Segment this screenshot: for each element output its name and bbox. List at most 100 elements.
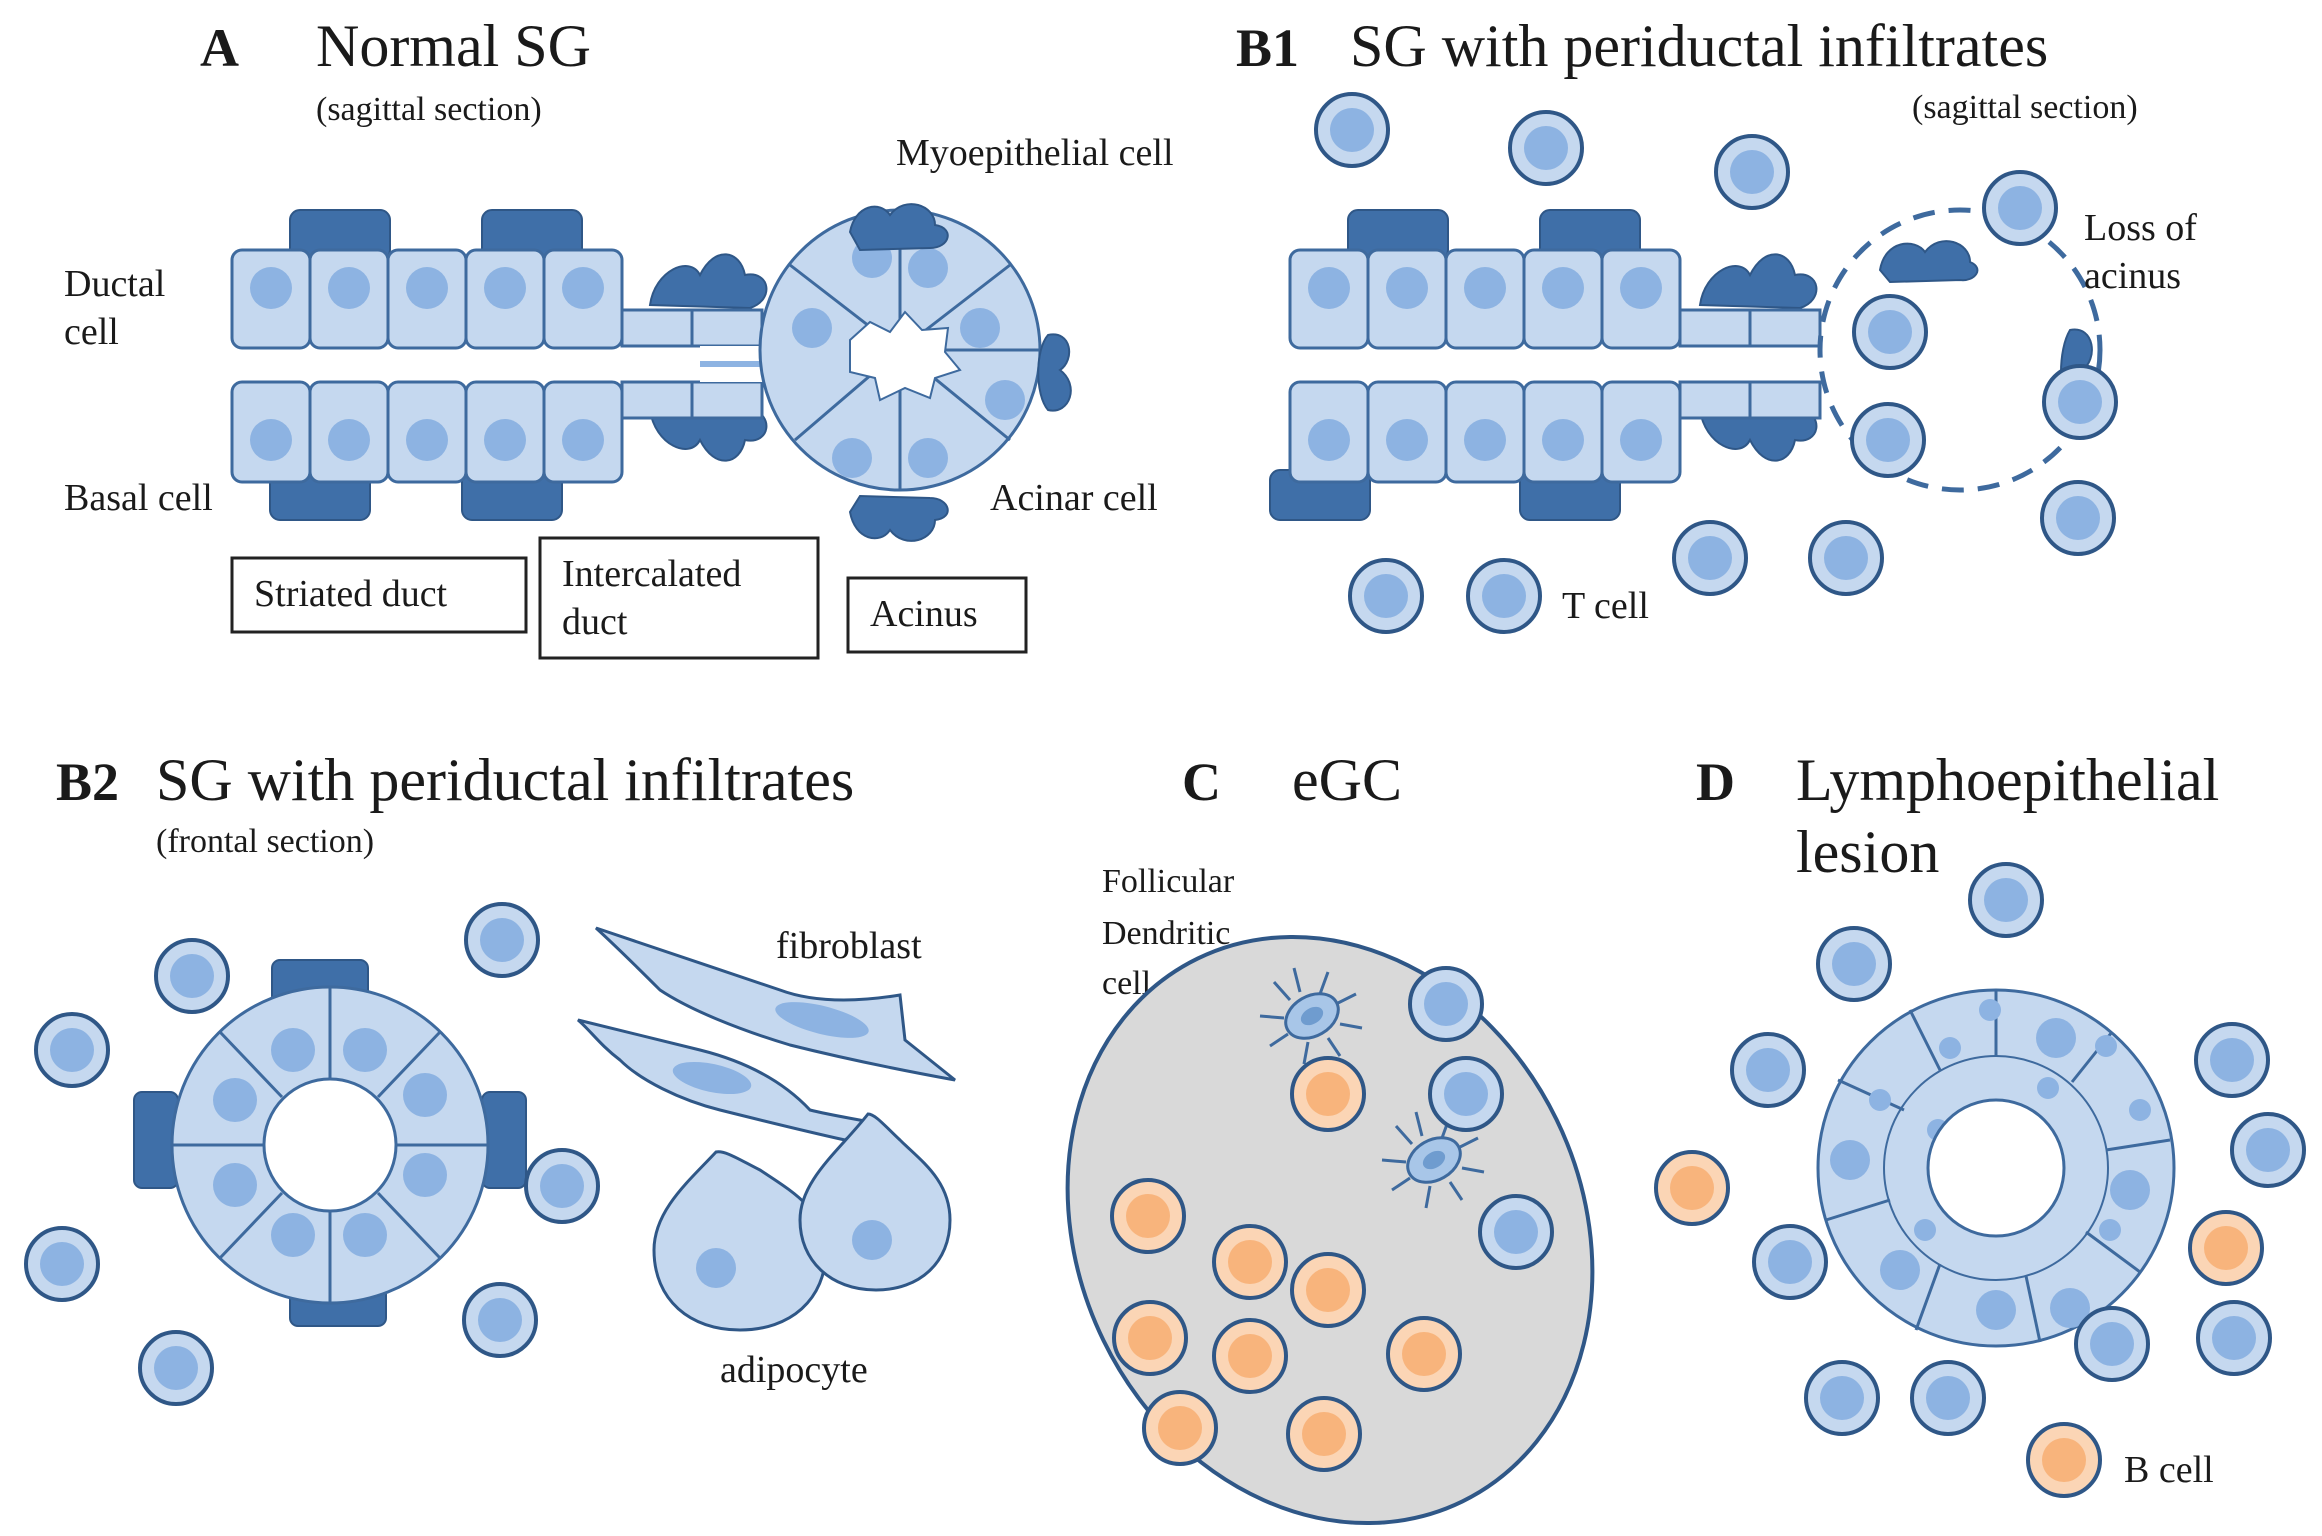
acinus-label: Acinus [870, 593, 978, 635]
ductal-cell-label-1: Ductal [64, 263, 165, 305]
panel-b2-title: SG with periductal infiltrates [156, 747, 854, 813]
adipocyte [798, 1112, 952, 1292]
panel-b1-title: SG with periductal infiltrates [1350, 13, 2048, 79]
panel-b2-subtitle: (frontal section) [156, 823, 374, 860]
panel-b1-subtitle: (sagittal section) [1912, 89, 2138, 126]
acinus [758, 208, 1042, 492]
panel-a: A Normal SG (sagittal section) [64, 13, 1174, 660]
b-cell [2026, 1422, 2102, 1498]
adipocyte-label: adipocyte [720, 1349, 868, 1391]
myoepithelial-cell [1698, 253, 1818, 310]
fibroblast [577, 1018, 874, 1142]
t-cell [1314, 92, 1390, 168]
t-cell [2230, 1112, 2306, 1188]
t-cell [1816, 926, 1892, 1002]
panel-a-subtitle: (sagittal section) [316, 91, 542, 128]
basal-cell-label: Basal cell [64, 477, 213, 519]
t-cell [1852, 294, 1928, 370]
panel-b1-letter: B1 [1236, 18, 1299, 78]
t-cell [1730, 1032, 1806, 1108]
t-cell [1968, 862, 2044, 938]
t-cell [2042, 364, 2118, 440]
t-cell [2040, 480, 2116, 556]
t-cell [2194, 1022, 2270, 1098]
b-cell [1654, 1150, 1730, 1226]
intercalated-duct [620, 308, 764, 420]
panel-d-title-line2: lesion [1796, 819, 1939, 885]
t-cell [154, 938, 230, 1014]
duct-bottom-row [1288, 380, 1682, 484]
t-cell [138, 1330, 214, 1406]
duct-top-row [1288, 248, 1682, 350]
intercalated-duct-label-1: Intercalated [562, 553, 741, 595]
duct-cross-section [170, 985, 490, 1305]
myoepithelial-cell [648, 406, 768, 462]
loss-of-acinus-label-1: Loss of [2084, 207, 2197, 249]
b-cell [1112, 1300, 1188, 1376]
b-cell [1290, 1056, 1366, 1132]
b-cell [2188, 1210, 2264, 1286]
t-cell [524, 1148, 600, 1224]
t-cell [24, 1226, 100, 1302]
t-cell-label: T cell [1562, 585, 1649, 627]
b-cell-label: B cell [2124, 1449, 2214, 1491]
fdc-label-2: Dendritic [1102, 915, 1230, 952]
t-cell [462, 1282, 538, 1358]
striated-duct-top-row [230, 248, 624, 350]
myoepithelial-label: Myoepithelial cell [896, 132, 1174, 174]
panel-b2-letter: B2 [56, 752, 119, 812]
t-cell [1408, 966, 1484, 1042]
t-cell [34, 1012, 110, 1088]
t-cell [1752, 1224, 1828, 1300]
t-cell [1808, 520, 1884, 596]
b-cell [1212, 1224, 1288, 1300]
panel-a-title: Normal SG [316, 13, 591, 79]
t-cell [1672, 520, 1748, 596]
myoepithelial-cell [1698, 406, 1818, 462]
t-cell [1714, 134, 1790, 210]
t-cell [1478, 1194, 1554, 1270]
t-cell [1348, 558, 1424, 634]
striated-duct-box [230, 556, 528, 634]
follicular-dendritic-cell [1381, 1111, 1485, 1209]
striated-duct-bottom-row [230, 380, 624, 484]
myoepithelial-cell [1037, 333, 1072, 412]
myoepithelial-cell [1878, 240, 1979, 284]
t-cell [1804, 1360, 1880, 1436]
t-cell [464, 902, 540, 978]
b-cell [1286, 1396, 1362, 1472]
panel-d-letter: D [1696, 752, 1735, 812]
t-cell [1850, 402, 1926, 478]
panel-d: D Lymphoepithelial lesion [1696, 747, 2219, 1491]
myoepithelial-cell [848, 203, 949, 252]
panel-d-title-line1: Lymphoepithelial [1796, 747, 2219, 813]
t-cell [2196, 1300, 2272, 1376]
panel-a-letter: A [200, 18, 239, 78]
fibroblast-label: fibroblast [776, 925, 922, 967]
t-cell [1508, 110, 1584, 186]
loss-of-acinus-label-2: acinus [2084, 255, 2181, 297]
acinar-cell-label: Acinar cell [990, 477, 1158, 519]
myoepithelial-cell [648, 253, 768, 310]
t-cell [1428, 1056, 1504, 1132]
b-cell [1386, 1316, 1462, 1392]
acinus-box [846, 576, 1028, 654]
intercalated-duct-label-2: duct [562, 601, 628, 643]
fdc-label-1: Follicular [1102, 863, 1235, 900]
b-cell [1110, 1178, 1186, 1254]
b-cell [1212, 1318, 1288, 1394]
b-cell [1290, 1252, 1366, 1328]
ductal-cell-label-2: cell [64, 311, 119, 353]
striated-duct-label: Striated duct [254, 573, 448, 615]
lost-acinus-outline [1817, 207, 2103, 493]
intercalated-duct [1678, 308, 1822, 420]
panel-b2: B2 SG with periductal infiltrates (front… [56, 747, 956, 1391]
myoepithelial-cell [848, 494, 949, 542]
b-cell [1142, 1390, 1218, 1466]
panel-b1: B1 SG with periductal infiltrates (sagit… [1236, 13, 2197, 627]
panel-c-letter: C [1182, 752, 1221, 812]
t-cell [1982, 170, 2058, 246]
intercalated-duct-box [538, 536, 820, 660]
t-cell [2074, 1306, 2150, 1382]
